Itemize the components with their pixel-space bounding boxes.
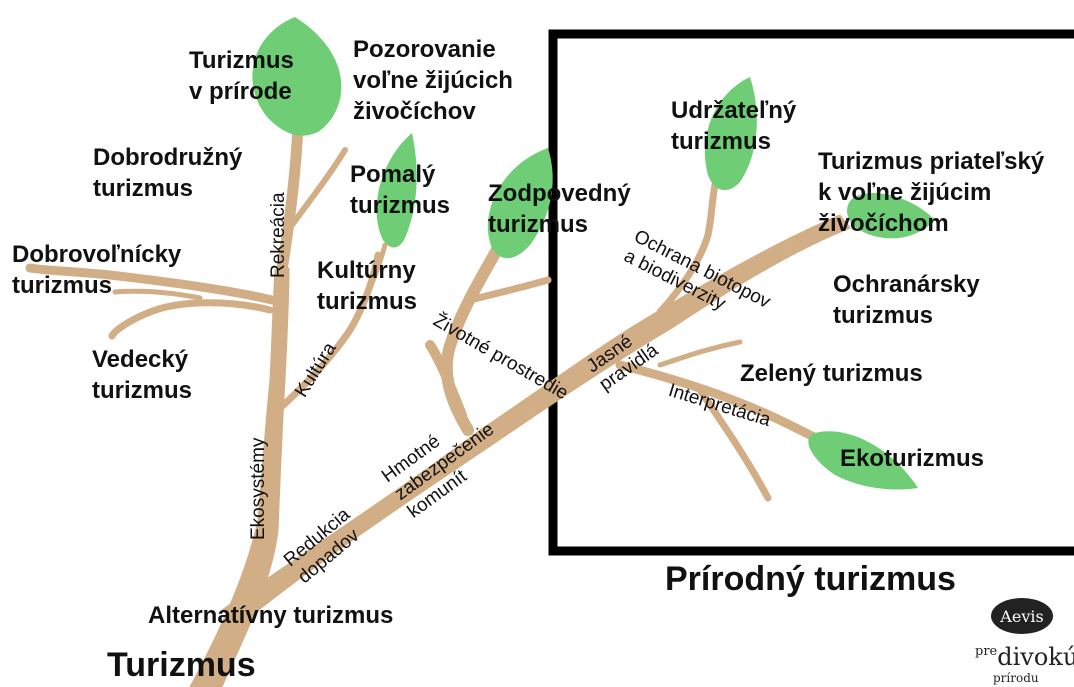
nature-tourism-frame — [553, 34, 1074, 551]
left-branch-mid — [112, 303, 270, 336]
root-label: Alternatívny turizmus — [148, 602, 393, 630]
branch-label-rekreacia: Rekreácia — [268, 192, 290, 278]
branch-label-ekosystemy: Ekosystémy — [248, 438, 270, 540]
logo-tagline: predivokú prírodu — [975, 645, 1074, 685]
branch-zeleny — [660, 342, 740, 365]
frame-title: Prírodný turizmus — [665, 560, 956, 599]
label-zeleny: Zelený turizmus — [740, 358, 923, 389]
tree-title: Turizmus — [107, 646, 256, 685]
label-ekoturizmus: Ekoturizmus — [840, 443, 984, 474]
svg-text:Aevis: Aevis — [999, 607, 1043, 626]
